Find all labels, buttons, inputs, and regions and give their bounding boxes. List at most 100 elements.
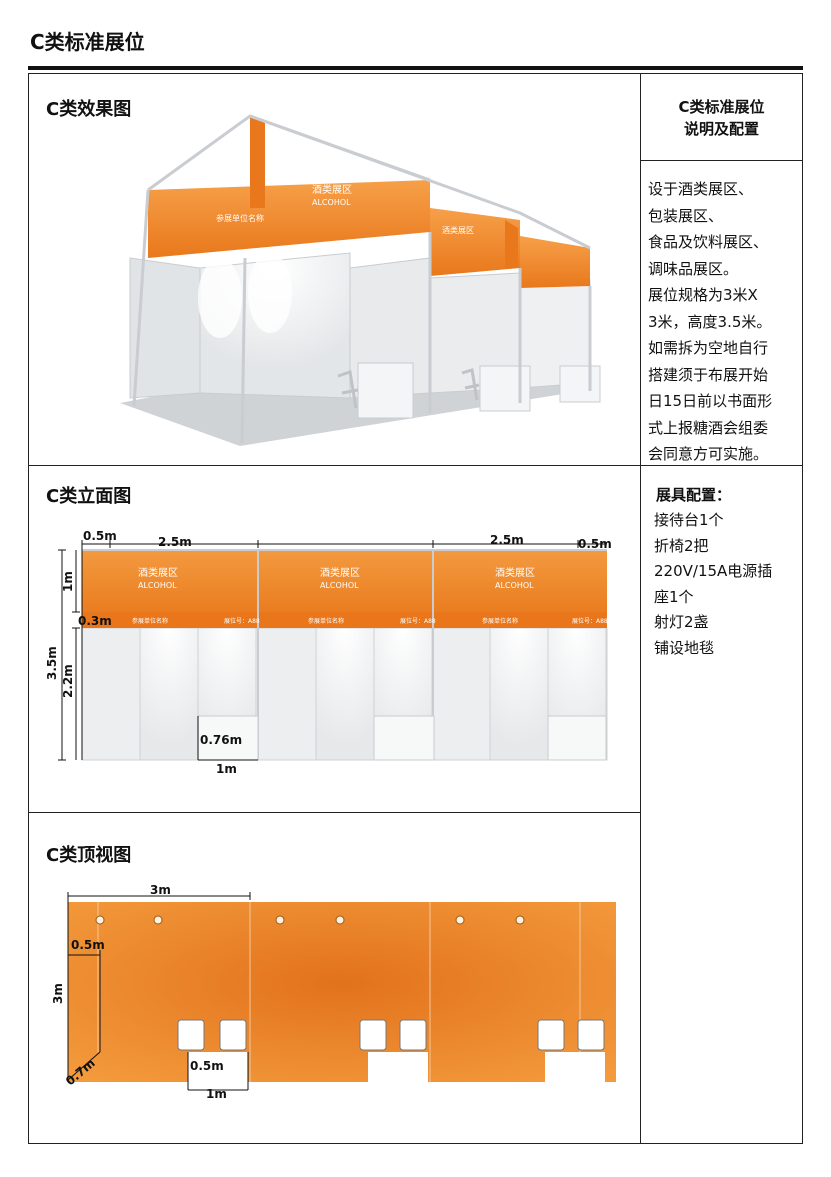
page-title: C类标准展位 — [30, 30, 145, 54]
banner-zone-text-en: ALCOHOL — [320, 581, 359, 590]
top-frame — [147, 114, 431, 192]
upright — [240, 257, 247, 444]
side-wall — [129, 257, 201, 399]
folding-chair — [461, 368, 480, 401]
spot-glow — [248, 253, 292, 333]
desc-line: 会同意方可实施。 — [648, 445, 769, 463]
top-frame — [249, 114, 591, 250]
top-view-section-title: C类顶视图 — [46, 845, 132, 866]
banner-booth-text: 展位号：A88 — [572, 617, 608, 625]
desc-line: 包装展区、 — [648, 206, 724, 225]
title-rule — [28, 66, 803, 70]
dim-top-desk-d: 0.5m — [190, 1059, 224, 1073]
top-dimension-lines — [67, 892, 251, 1091]
fascia-banner — [430, 208, 520, 276]
banner-zone-text: 酒类展区 — [442, 225, 474, 235]
spotlight-icon — [275, 915, 285, 925]
spot-glow — [198, 258, 242, 338]
dim-right-side: 0.5m — [578, 537, 612, 551]
dimension-lines — [58, 540, 607, 761]
fitting-item: 接待台1个 — [654, 511, 724, 529]
dim-fascia-h: 1m — [61, 571, 75, 592]
spec-description: 设于酒类展区、 包装展区、 食品及饮料展区、 调味品展区。 展位规格为3米X 3… — [648, 176, 796, 468]
banner-name-text: 参展单位名称 — [482, 617, 518, 625]
spec-header-divider — [641, 160, 802, 161]
dim-top-desk-w: 1m — [206, 1087, 227, 1100]
fitting-item: 射灯2盏 — [654, 613, 709, 632]
row-divider-1 — [28, 465, 803, 466]
layout-frame — [28, 73, 803, 1144]
fitting-item: 220V/15A电源插 — [654, 562, 773, 581]
reception-desk — [547, 715, 607, 761]
spotlight-icon — [153, 915, 163, 925]
desc-line: 式上报糖酒会组委 — [648, 418, 769, 437]
dim-width-b: 2.5m — [490, 533, 524, 547]
fitting-item: 座1个 — [654, 587, 694, 606]
desc-line: 3米，高度3.5米。 — [648, 312, 772, 331]
carpet-cutout — [188, 1052, 248, 1084]
dim-gap-h: 0.3m — [78, 614, 112, 628]
row-divider-2 — [28, 812, 641, 813]
reception-desk — [197, 715, 259, 761]
fitting-item: 折椅2把 — [654, 536, 709, 555]
column-divider — [640, 73, 641, 1144]
banner-zone-text-en: ALCOHOL — [138, 581, 177, 590]
spec-header: C类标准展位 说明及配置 — [641, 96, 802, 140]
banner-zone-text: 酒类展区 — [495, 566, 535, 579]
desc-line: 调味品展区。 — [648, 259, 739, 278]
desc-line: 展位规格为3米X — [648, 286, 758, 304]
dim-top-width: 3m — [150, 883, 171, 897]
fascia-band — [82, 550, 607, 612]
dim-desk-h: 0.76m — [200, 733, 242, 747]
chairs — [177, 1019, 605, 1051]
spec-header-line2: 说明及配置 — [683, 120, 759, 138]
spotlight-icon — [335, 915, 345, 925]
desc-line: 食品及饮料展区、 — [648, 233, 769, 251]
upright — [132, 189, 150, 407]
banner-zone-text: 酒类展区 — [138, 566, 178, 579]
fascia-sub — [82, 612, 607, 628]
dim-left-side: 0.5m — [83, 529, 117, 543]
wall-panel — [489, 627, 549, 761]
banner-zone-text: 酒类展区 — [320, 566, 360, 579]
banner-zone-text-en: ALCOHOL — [312, 198, 351, 207]
carpet-cutout — [545, 1052, 605, 1084]
booth-elevation: 酒类展区 ALCOHOL 酒类展区 ALCOHOL 酒类展区 ALCOHOL 参… — [45, 529, 612, 776]
elevation-section-title: C类立面图 — [46, 486, 132, 507]
reception-desk — [373, 715, 435, 761]
spotlight-icon — [455, 915, 465, 925]
banner-booth-text: 展位号：A88 — [224, 617, 260, 625]
banner-name-text: 参展单位名称 — [308, 617, 344, 625]
wall-panel — [315, 627, 375, 761]
fascia-banner — [148, 180, 430, 258]
spotlight-icon — [95, 915, 105, 925]
booth-3d-render: 酒类展区 ALCOHOL 参展单位名称 酒类展区 — [120, 114, 601, 446]
dim-wall-h: 2.2m — [61, 664, 75, 698]
fascia-side — [505, 220, 518, 268]
booth-top-view: 3m 0.5m 3m 0.7m 0.5m 1m — [51, 883, 616, 1100]
desc-line: 设于酒类展区、 — [648, 180, 754, 198]
desc-line: 日15日前以书面形 — [648, 392, 773, 410]
banner-zone-text: 酒类展区 — [312, 183, 352, 196]
wall-panel — [139, 627, 199, 761]
reception-desk — [357, 362, 414, 419]
spec-header-line1: C类标准展位 — [678, 98, 765, 116]
banner-zone-text-en: ALCOHOL — [495, 581, 534, 590]
carpet-area — [68, 902, 616, 1082]
banner-name-text: 参展单位名称 — [216, 213, 264, 223]
fitting-item: 铺设地毯 — [654, 638, 715, 657]
folding-chair — [337, 370, 359, 409]
fascia-banner — [520, 236, 590, 288]
fascia-side — [250, 116, 265, 208]
fittings-list: 接待台1个 折椅2把 220V/15A电源插 座1个 射灯2盏 铺设地毯 — [654, 508, 800, 662]
dim-top-side: 0.5m — [71, 938, 105, 952]
desc-line: 搭建须于布展开始 — [648, 365, 769, 384]
carpet-cutout — [368, 1052, 428, 1084]
banner-name-text: 参展单位名称 — [132, 617, 168, 625]
effect-section-title: C类效果图 — [46, 99, 132, 120]
dim-width-a: 2.5m — [158, 535, 192, 549]
spotlight-icon — [515, 915, 525, 925]
fittings-title: 展具配置： — [656, 486, 732, 504]
banner-booth-text: 展位号：A88 — [400, 617, 436, 625]
dim-total-h: 3.5m — [45, 646, 59, 680]
